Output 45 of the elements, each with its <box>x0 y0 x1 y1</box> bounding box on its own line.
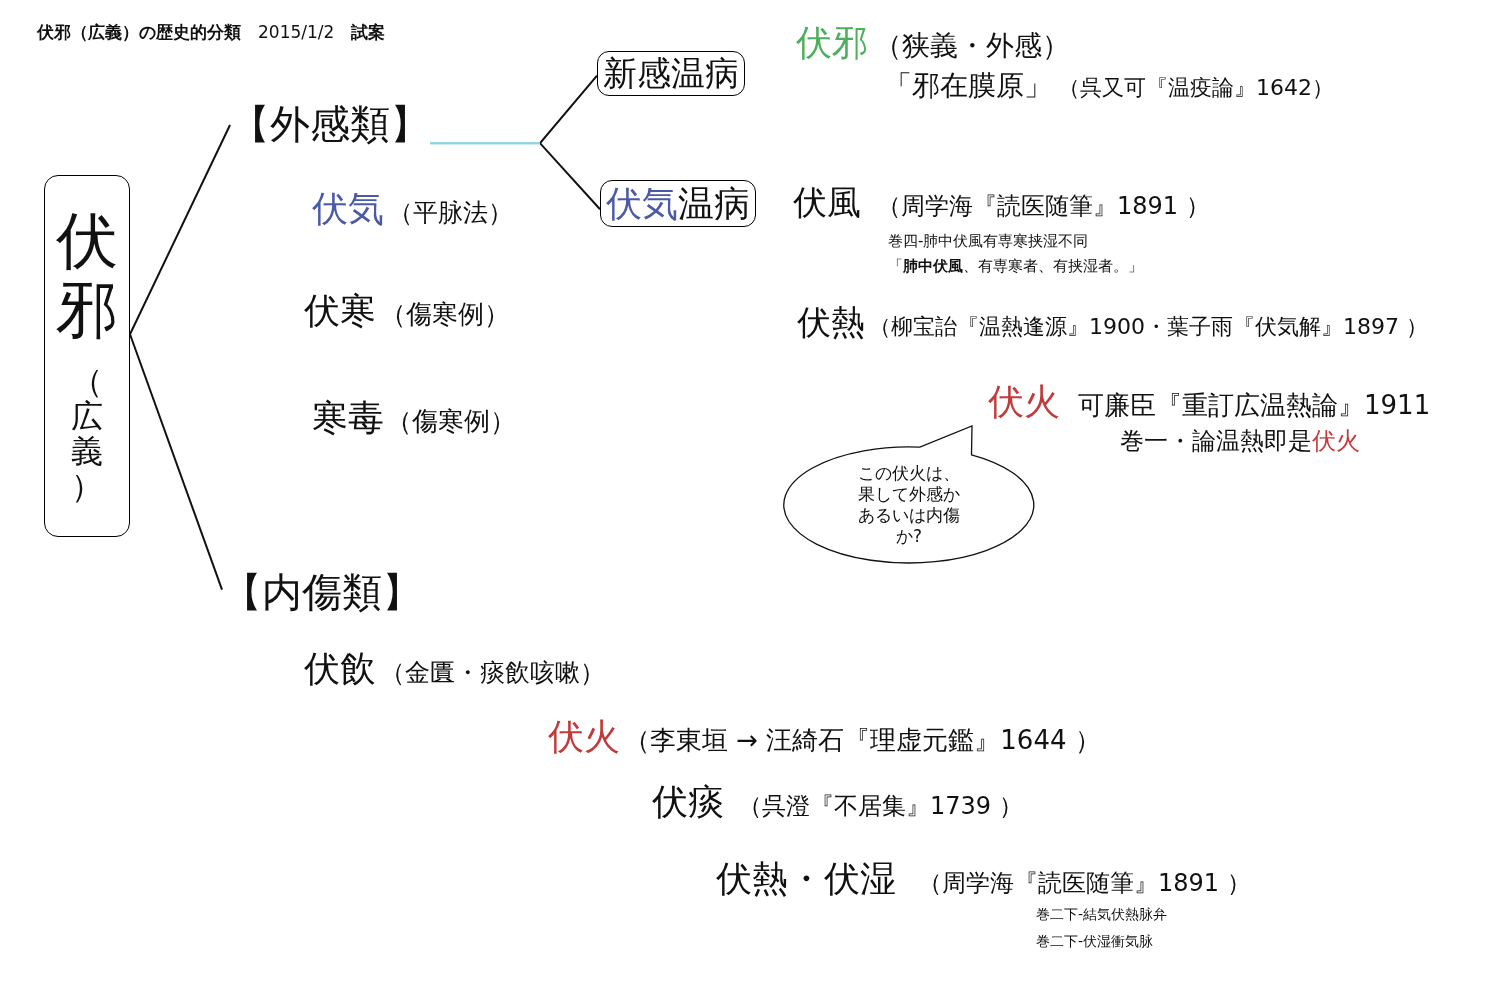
term-label: 伏熱・伏湿 <box>716 857 896 901</box>
citation-text: （周学海『読医随筆』1891 ） <box>918 868 1251 898</box>
citation-text: （呉澄『不居集』1739 ） <box>738 791 1023 821</box>
term-label: 寒毒 <box>312 396 384 440</box>
term-label: 伏邪 <box>796 21 868 65</box>
citation-text: （李東垣 → 汪綺石『理虚元鑑』1644 ） <box>624 724 1101 757</box>
term-text: 温病 <box>678 182 750 226</box>
connector-line <box>129 333 223 591</box>
title: 伏邪（広義）の歴史的分類 2015/1/2 試案 <box>37 21 386 44</box>
category-heading: 【外感類】 <box>230 100 430 148</box>
term-label: 伏火 <box>548 715 620 759</box>
note-text: 巻四-肺中伏風有専寒挟湿不同 <box>888 232 1089 251</box>
term-label: 伏気 <box>312 187 384 231</box>
note-text: 「肺中伏風、有専寒者、有挟湿者。」 <box>888 257 1143 276</box>
connector-line <box>129 123 231 336</box>
term-label: 伏火 <box>988 380 1060 424</box>
citation-text: （傷寒例） <box>380 298 510 331</box>
note-text: 巻一・論温熱即是 <box>1120 426 1312 456</box>
term-text: 伏気 <box>606 182 678 226</box>
citation-text: （平脉法） <box>388 197 513 229</box>
connector-line <box>429 142 601 211</box>
term-label: 伏風 <box>793 181 861 224</box>
quote-text: 「邪在膜原」 <box>884 68 1052 103</box>
citation-text: 可廉臣『重訂広温熱論』1911 <box>1078 389 1431 422</box>
bubble-text: この伏火は、果して外感かあるいは内傷か? <box>857 462 961 548</box>
note-text: 巻二下-伏湿衝気脉 <box>1036 933 1154 951</box>
citation-text: （狭義・外感） <box>874 28 1070 63</box>
term-label: 伏熱 <box>797 301 865 344</box>
vertical-heading: 伏邪 <box>56 207 118 344</box>
citation-text: （傷寒例） <box>386 405 516 438</box>
citation-text: （呉又可『温疫論』1642） <box>1058 74 1334 102</box>
citation-text: （金匱・痰飲咳嗽） <box>380 657 605 689</box>
rounded-box <box>600 180 756 228</box>
category-heading: 【内傷類】 <box>222 568 422 616</box>
term-text: 新感温病 <box>603 53 739 94</box>
rounded-box <box>597 51 745 96</box>
vertical-subheading: （広義） <box>71 363 103 505</box>
term-label: 伏飲 <box>304 647 376 691</box>
citation-text: （柳宝詒『温熱逢源』1900・葉子雨『伏気解』1897 ） <box>869 313 1428 341</box>
citation-text: （周学海『読医随筆』1891 ） <box>877 191 1210 221</box>
term-label: 伏寒 <box>304 289 376 333</box>
rounded-box <box>44 175 130 537</box>
note-text: 巻二下-結気伏熱脉弁 <box>1036 906 1168 924</box>
term-label: 伏痰 <box>652 780 724 824</box>
term-label: 伏火 <box>1312 426 1360 456</box>
